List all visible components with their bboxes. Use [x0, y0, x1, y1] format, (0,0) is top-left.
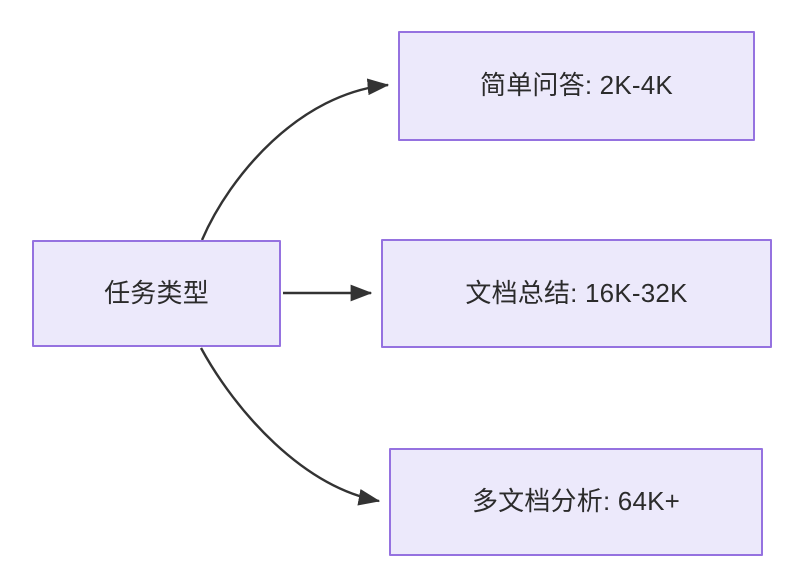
node-task-simple-qa-label: 简单问答: 2K-4K — [480, 70, 673, 101]
edge-root-to-task-1 — [200, 78, 390, 241]
node-root-label: 任务类型 — [104, 277, 209, 308]
node-task-doc-summary-label: 文档总结: 16K-32K — [465, 277, 688, 308]
node-task-simple-qa[interactable]: 简单问答: 2K-4K — [398, 31, 755, 141]
node-task-multi-doc-analysis[interactable]: 多文档分析: 64K+ — [389, 448, 763, 556]
node-task-multi-doc-analysis-label: 多文档分析: 64K+ — [471, 486, 681, 517]
node-root[interactable]: 任务类型 — [32, 240, 281, 347]
edge-root-to-task-3 — [199, 347, 381, 506]
node-task-doc-summary[interactable]: 文档总结: 16K-32K — [381, 239, 772, 348]
